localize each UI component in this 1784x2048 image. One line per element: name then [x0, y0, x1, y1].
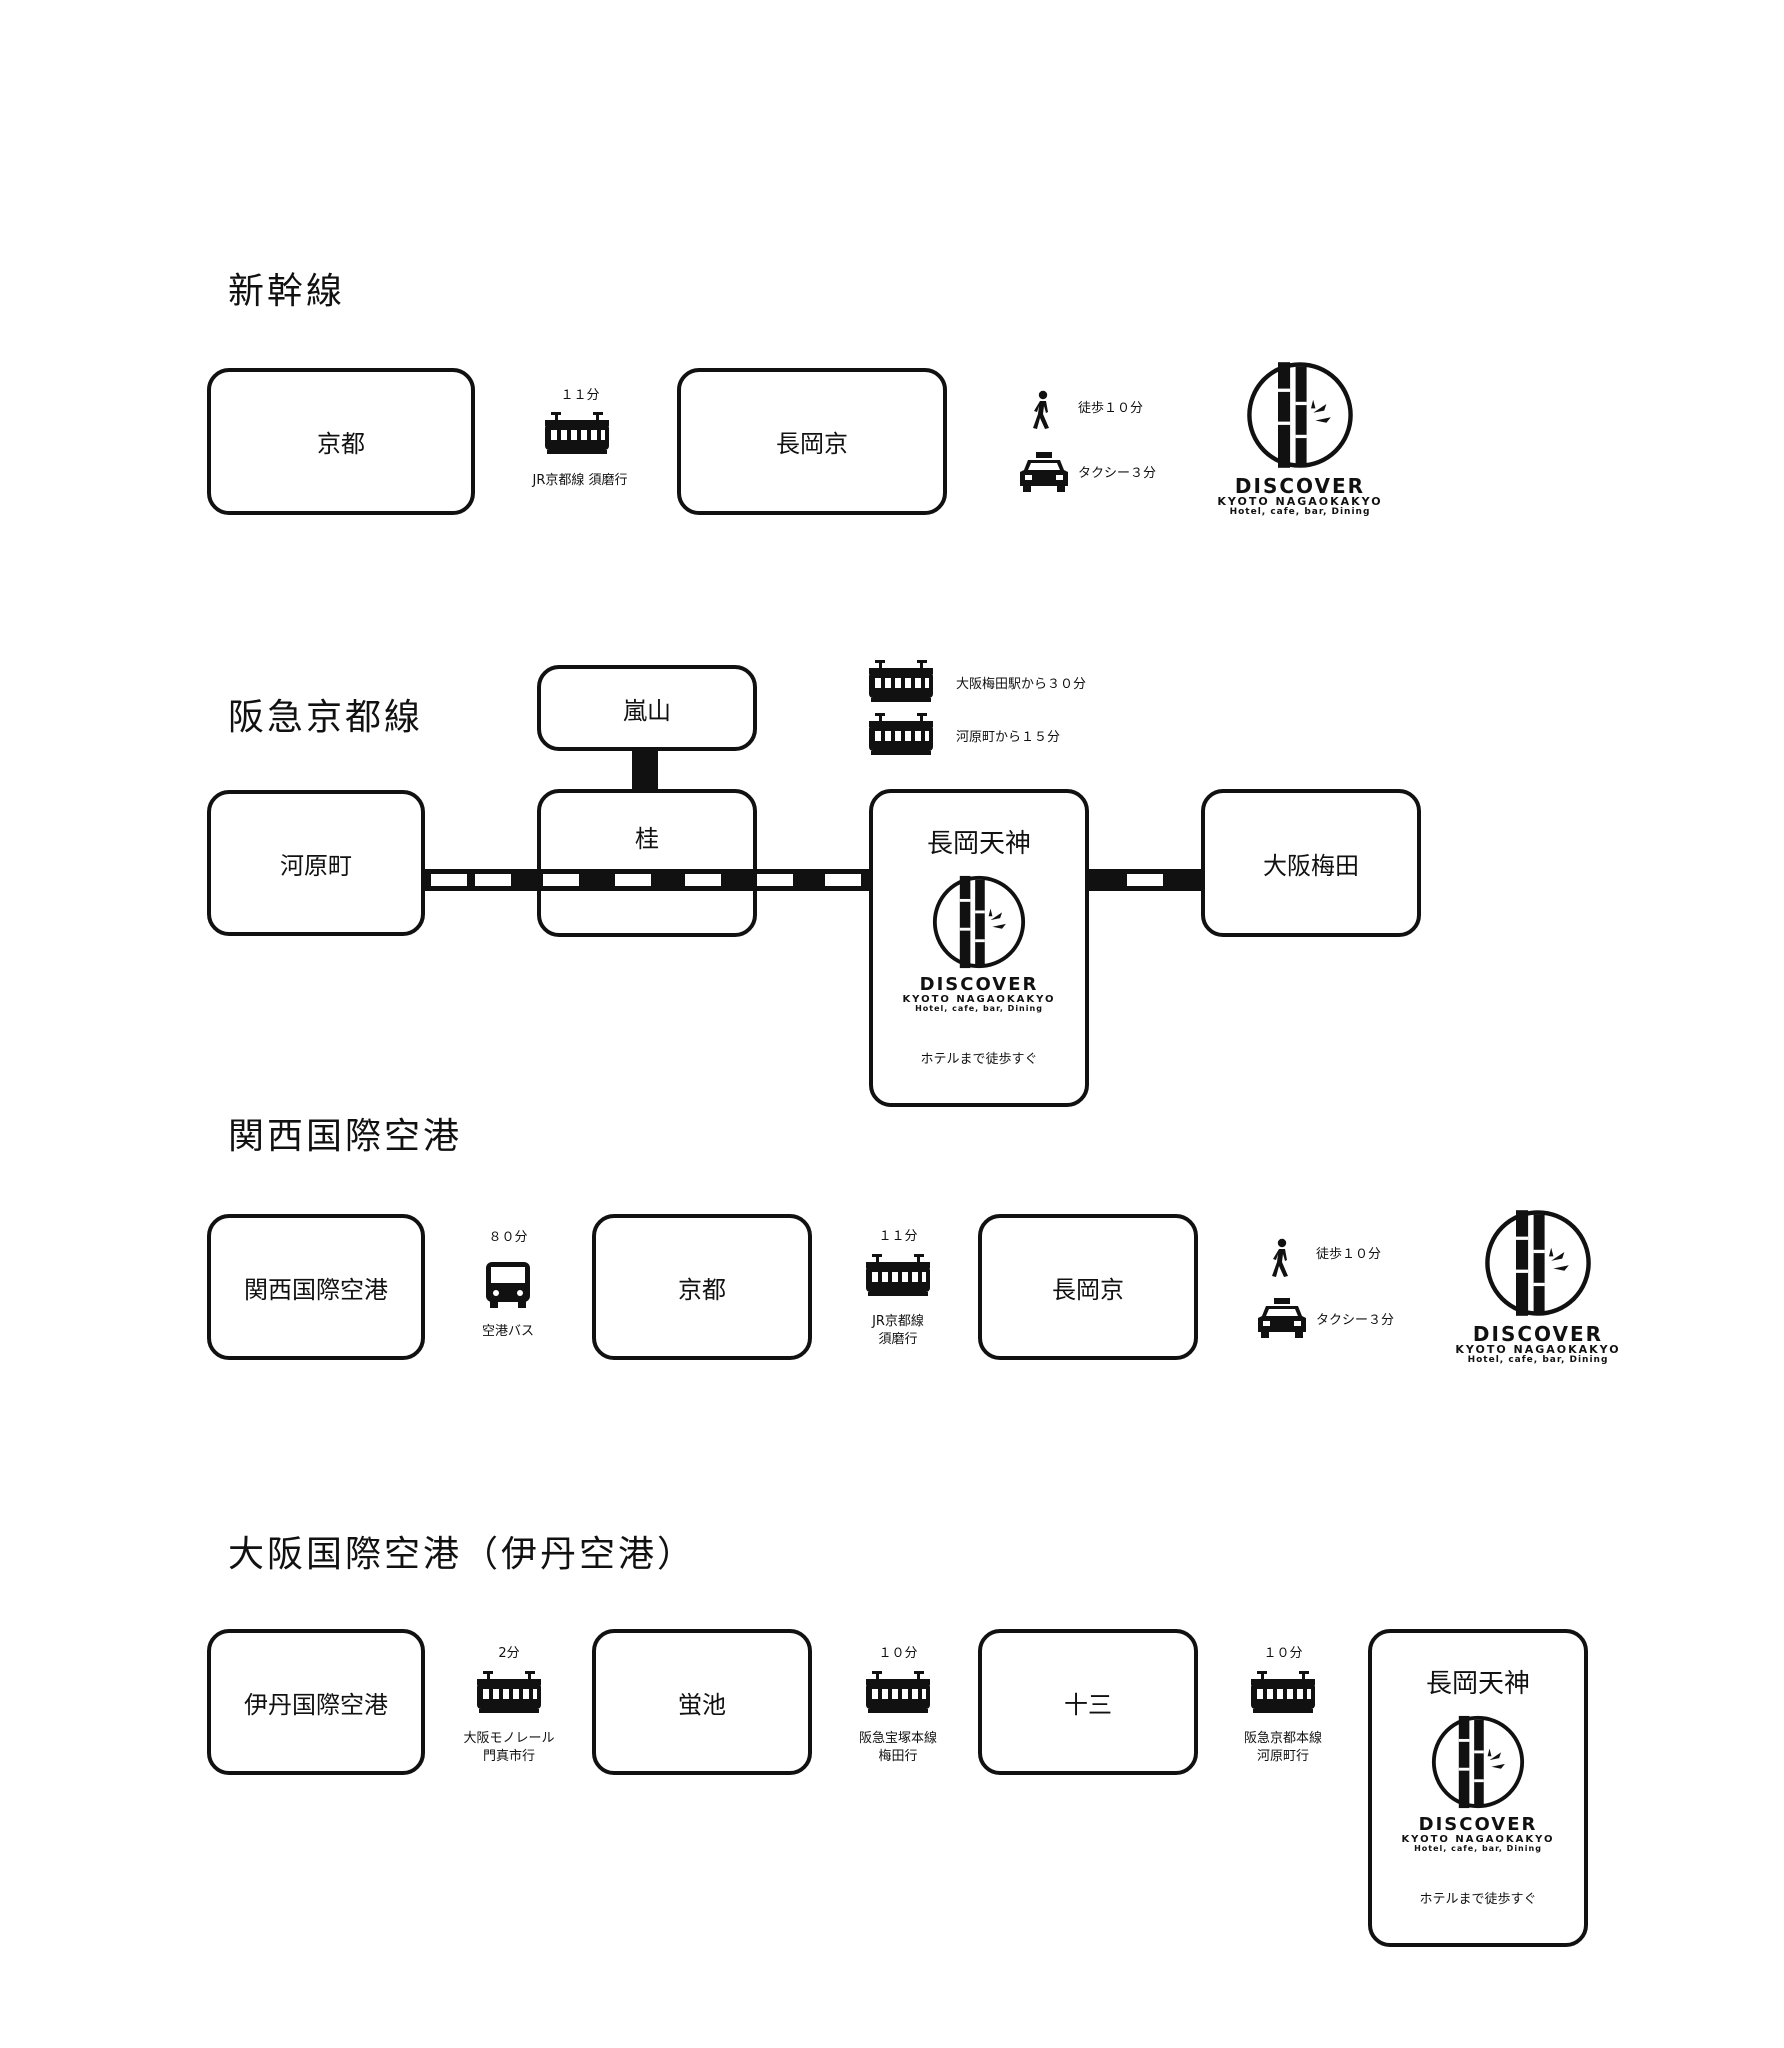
- bamboo-logo-icon: [931, 874, 1027, 970]
- hotel-logo: DISCOVER KYOTO NAGAOKAKYO Hotel, cafe, b…: [1210, 360, 1390, 518]
- hankyu-track-east: [1087, 869, 1203, 891]
- bus-icon: [486, 1262, 530, 1308]
- taxi-icon: [1258, 1298, 1306, 1338]
- station-nagaoka-tenjin-hankyu: 長岡天神 DISCOVER KYOTO NAGAOKAKYO Hotel, ca…: [869, 789, 1089, 1107]
- taxi-icon: [1020, 452, 1068, 492]
- takarazuka-time-label: １０分: [878, 1646, 918, 1661]
- logo-sub: KYOTO NAGAOKAKYO: [902, 994, 1056, 1005]
- bus-time-label: ８０分: [488, 1230, 528, 1245]
- logo-tagline: Hotel, cafe, bar, Dining: [1467, 1355, 1609, 1366]
- section-title-kansai: 関西国際空港: [228, 1116, 463, 1157]
- bamboo-logo-icon: [1245, 360, 1355, 470]
- mono-line-label-1: 大阪モノレール: [463, 1731, 555, 1746]
- train-icon: [1251, 1671, 1315, 1715]
- walk-icon: [1270, 1238, 1294, 1278]
- logo-tagline: Hotel, cafe, bar, Dining: [915, 1004, 1043, 1013]
- mono-line-label-2: 門真市行: [482, 1749, 535, 1764]
- station-kawaramachi: 河原町: [207, 790, 425, 936]
- train-icon: [866, 1671, 930, 1715]
- logo-tagline: Hotel, cafe, bar, Dining: [1414, 1844, 1542, 1853]
- train-icon: [869, 713, 933, 757]
- station-kansai-airport: 関西国際空港: [207, 1214, 425, 1360]
- mono-time-label: 2分: [498, 1646, 520, 1661]
- branch-connector: [632, 749, 658, 791]
- section-title-hankyu: 阪急京都線: [228, 697, 424, 738]
- bamboo-logo-icon: [1483, 1208, 1593, 1318]
- section-title-shinkansen: 新幹線: [228, 271, 346, 312]
- taxi-label: タクシー３分: [1316, 1313, 1395, 1328]
- logo-tagline: Hotel, cafe, bar, Dining: [1229, 507, 1371, 518]
- station-nagaokakyo-kansai: 長岡京: [978, 1214, 1198, 1360]
- station-itami-airport: 伊丹国際空港: [207, 1629, 425, 1775]
- train-time-label: １１分: [878, 1229, 918, 1244]
- nagaoka-tenjin-label: 長岡天神: [1425, 1669, 1530, 1699]
- nagaoka-tenjin-label: 長岡天神: [926, 829, 1031, 859]
- station-nagaoka-tenjin-itami: 長岡天神 DISCOVER KYOTO NAGAOKAKYO Hotel, ca…: [1368, 1629, 1588, 1947]
- train-line-label-1: JR京都線: [872, 1314, 924, 1329]
- train-icon: [869, 660, 933, 704]
- takarazuka-line-label-2: 梅田行: [878, 1749, 918, 1764]
- logo-name: DISCOVER: [1472, 1322, 1604, 1346]
- train-icon: [477, 1671, 541, 1715]
- station-kyoto-kansai: 京都: [592, 1214, 812, 1360]
- bamboo-logo-icon: [1430, 1714, 1526, 1810]
- logo-name: DISCOVER: [1418, 1814, 1538, 1835]
- train-icon: [866, 1254, 930, 1298]
- train-time-label: １１分: [560, 388, 600, 403]
- kyoto-line-label-2: 河原町行: [1256, 1749, 1309, 1764]
- kyoto-line-time-label: １０分: [1263, 1646, 1303, 1661]
- station-juso: 十三: [978, 1629, 1198, 1775]
- train-icon: [545, 412, 609, 456]
- station-hotarugaike: 蛍池: [592, 1629, 812, 1775]
- section-title-itami: 大阪国際空港（伊丹空港）: [228, 1534, 697, 1575]
- hotel-walk-note: ホテルまで徒歩すぐ: [920, 1052, 1038, 1067]
- train-line-label-2: 須磨行: [878, 1332, 918, 1347]
- logo-sub: KYOTO NAGAOKAKYO: [1217, 495, 1383, 508]
- bus-label: 空港バス: [481, 1324, 534, 1339]
- train-line-label: JR京都線 須磨行: [532, 473, 628, 488]
- walk-label: 徒歩１０分: [1316, 1247, 1382, 1262]
- taxi-label: タクシー３分: [1078, 466, 1157, 481]
- hotel-logo: DISCOVER KYOTO NAGAOKAKYO Hotel, cafe, b…: [1448, 1208, 1628, 1366]
- station-nagaokakyo-shinkansen: 長岡京: [677, 368, 947, 515]
- katsura-label: 桂: [635, 825, 659, 853]
- hankyu-track-west: [423, 869, 871, 891]
- hotel-walk-note: ホテルまで徒歩すぐ: [1419, 1892, 1537, 1907]
- logo-name: DISCOVER: [919, 974, 1039, 995]
- walk-icon: [1031, 390, 1055, 430]
- logo-name: DISCOVER: [1234, 474, 1366, 498]
- station-katsura: 桂: [537, 789, 757, 937]
- station-kyoto-shinkansen: 京都: [207, 368, 475, 515]
- from-kawaramachi-label: 河原町から１５分: [956, 730, 1061, 745]
- takarazuka-line-label-1: 阪急宝塚本線: [858, 1731, 937, 1746]
- logo-sub: KYOTO NAGAOKAKYO: [1455, 1343, 1621, 1356]
- walk-label: 徒歩１０分: [1078, 401, 1144, 416]
- kyoto-line-label-1: 阪急京都本線: [1243, 1731, 1322, 1746]
- station-osaka-umeda: 大阪梅田: [1201, 789, 1421, 937]
- from-umeda-label: 大阪梅田駅から３０分: [956, 677, 1087, 692]
- logo-sub: KYOTO NAGAOKAKYO: [1401, 1834, 1555, 1845]
- station-arashiyama: 嵐山: [537, 665, 757, 751]
